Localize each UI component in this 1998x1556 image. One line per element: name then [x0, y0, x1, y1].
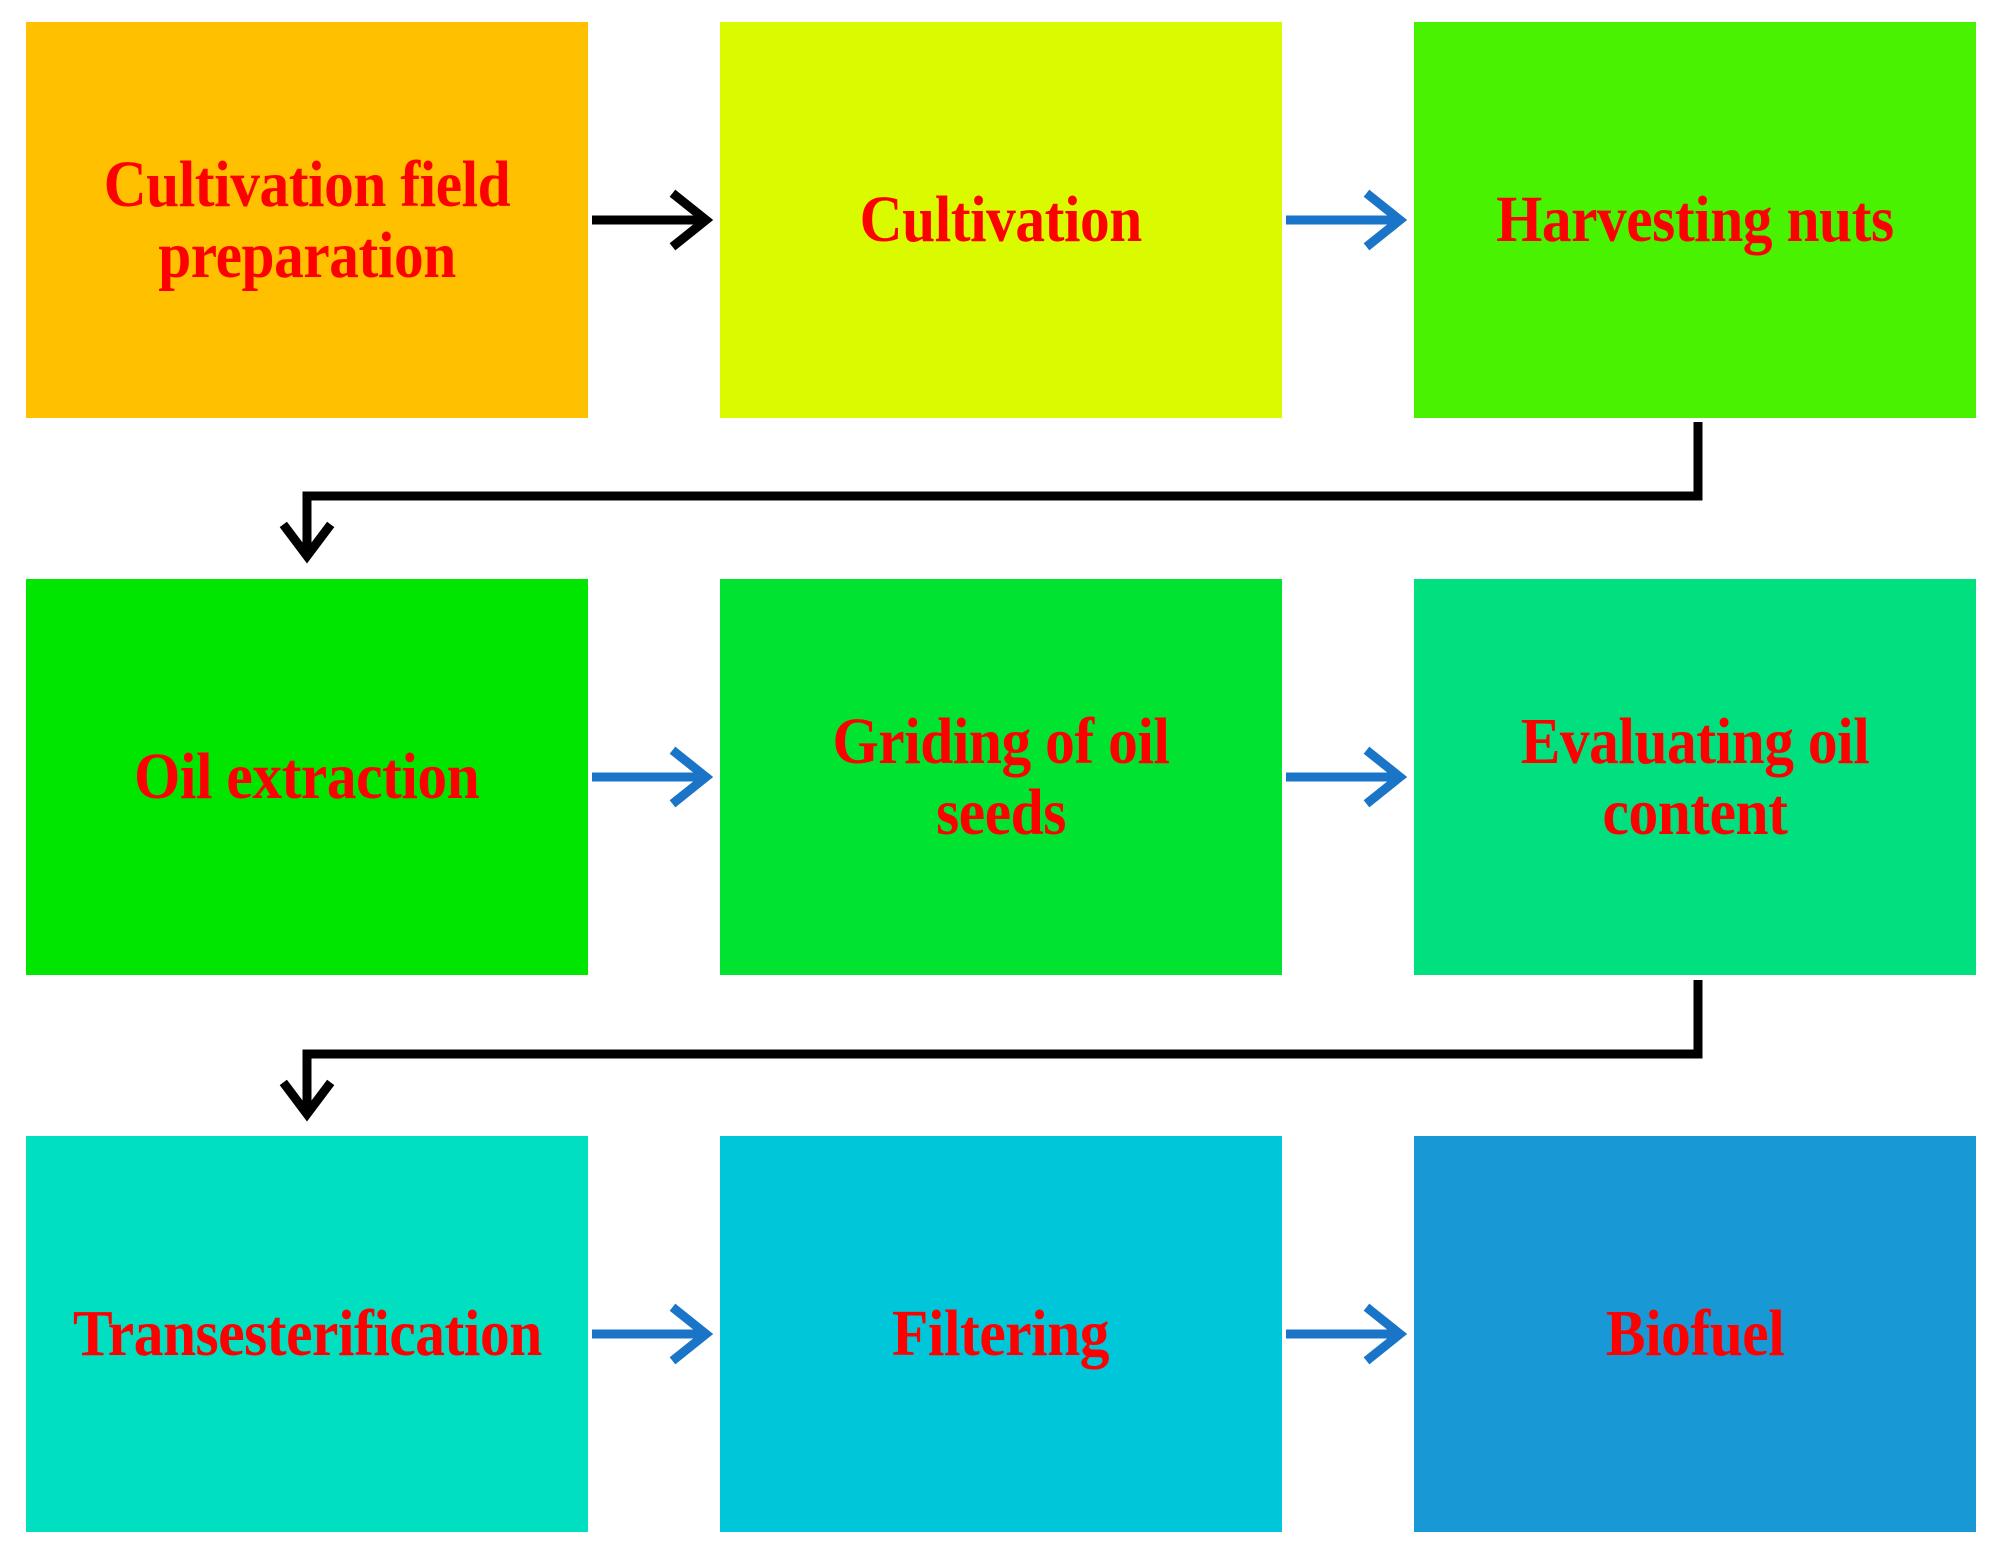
- arrow-step8-to-step9: [1286, 1303, 1408, 1365]
- arrow-step5-to-step6: [1286, 746, 1408, 808]
- step-cultivation-field-preparation: Cultivation field preparation: [26, 22, 588, 418]
- step-griding-of-oil-seeds: Griding of oil seeds: [720, 579, 1282, 975]
- elbow-arrow-step6-to-step7: [279, 980, 1703, 1122]
- step-evaluating-oil-content: Evaluating oil content: [1414, 579, 1976, 975]
- step-cultivation: Cultivation: [720, 22, 1282, 418]
- step-filtering: Filtering: [720, 1136, 1282, 1532]
- step-label: Filtering: [892, 1297, 1110, 1371]
- step-label: Biofuel: [1605, 1297, 1785, 1371]
- arrow-step2-to-step3: [1286, 189, 1408, 251]
- arrow-step4-to-step5: [592, 746, 714, 808]
- step-oil-extraction: Oil extraction: [26, 579, 588, 975]
- step-label: Harvesting nuts: [1496, 183, 1894, 257]
- step-label: Transesterification: [72, 1297, 542, 1371]
- step-label: Oil extraction: [134, 740, 480, 814]
- step-transesterification: Transesterification: [26, 1136, 588, 1532]
- step-harvesting-nuts: Harvesting nuts: [1414, 22, 1976, 418]
- step-label: Cultivation: [859, 183, 1143, 257]
- step-biofuel: Biofuel: [1414, 1136, 1976, 1532]
- step-label: Cultivation field preparation: [103, 147, 511, 292]
- elbow-arrow-step3-to-step4: [279, 422, 1703, 564]
- step-label: Evaluating oil content: [1520, 704, 1870, 849]
- arrow-step7-to-step8: [592, 1303, 714, 1365]
- arrow-step1-to-step2: [592, 189, 714, 251]
- step-label: Griding of oil seeds: [832, 704, 1170, 849]
